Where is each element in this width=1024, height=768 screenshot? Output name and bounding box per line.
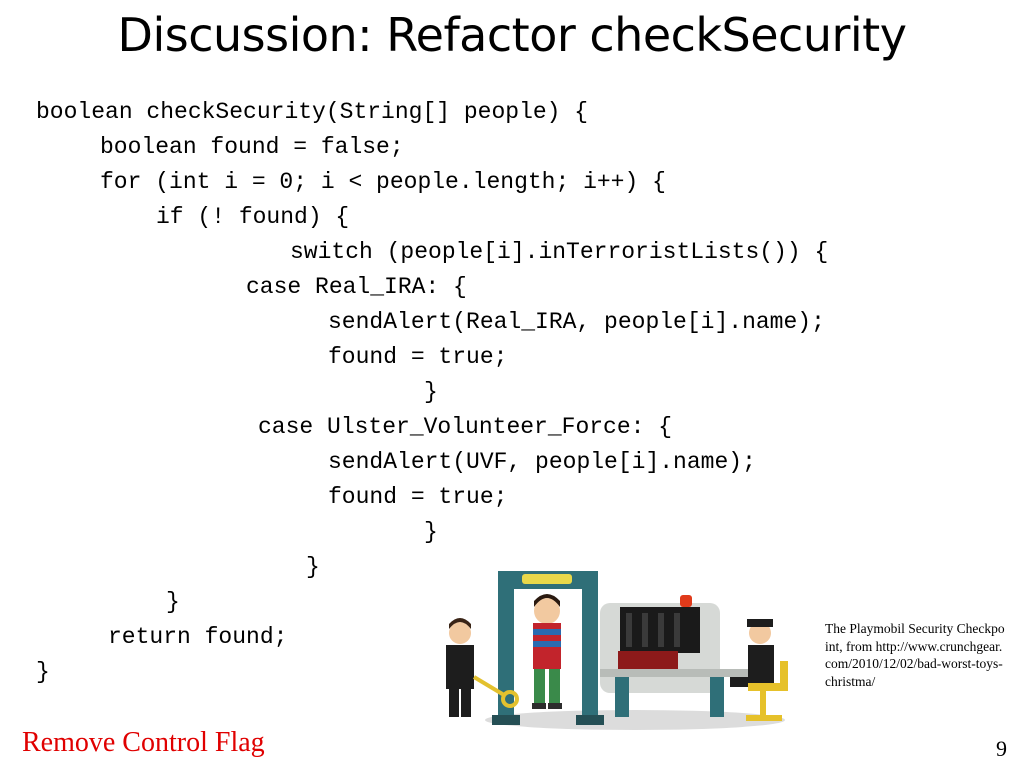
metal-detector-arch bbox=[492, 571, 604, 725]
code-line: sendAlert(Real_IRA, people[i].name); bbox=[328, 309, 825, 335]
code-line: return found; bbox=[108, 624, 288, 650]
security-checkpoint-illustration bbox=[446, 571, 788, 730]
code-line: found = true; bbox=[328, 484, 508, 510]
xray-scanner-machine bbox=[600, 595, 760, 717]
code-line: } bbox=[424, 379, 438, 405]
code-line: found = true; bbox=[328, 344, 508, 370]
guard-figure bbox=[446, 618, 519, 717]
slide-number: 9 bbox=[996, 736, 1007, 761]
footer-label: Remove Control Flag bbox=[22, 727, 265, 758]
code-line: case Ulster_Volunteer_Force: { bbox=[258, 414, 673, 440]
code-line: if (! found) { bbox=[156, 204, 350, 230]
image-caption: The Playmobil Security Checkpoint, from … bbox=[825, 621, 1005, 689]
code-line: switch (people[i].inTerroristLists()) { bbox=[290, 239, 829, 265]
passenger-figure bbox=[532, 594, 562, 709]
code-line: boolean checkSecurity(String[] people) { bbox=[36, 99, 589, 125]
code-line: case Real_IRA: { bbox=[246, 274, 467, 300]
code-line: sendAlert(UVF, people[i].name); bbox=[328, 449, 756, 475]
slide-title: Discussion: Refactor checkSecurity bbox=[117, 8, 907, 62]
officer-figure bbox=[730, 619, 788, 721]
code-line: } bbox=[424, 519, 438, 545]
code-line: boolean found = false; bbox=[100, 134, 404, 160]
code-line: for (int i = 0; i < people.length; i++) … bbox=[100, 169, 666, 195]
code-line: } bbox=[306, 554, 320, 580]
code-line: } bbox=[166, 589, 180, 615]
code-line: } bbox=[36, 659, 50, 685]
